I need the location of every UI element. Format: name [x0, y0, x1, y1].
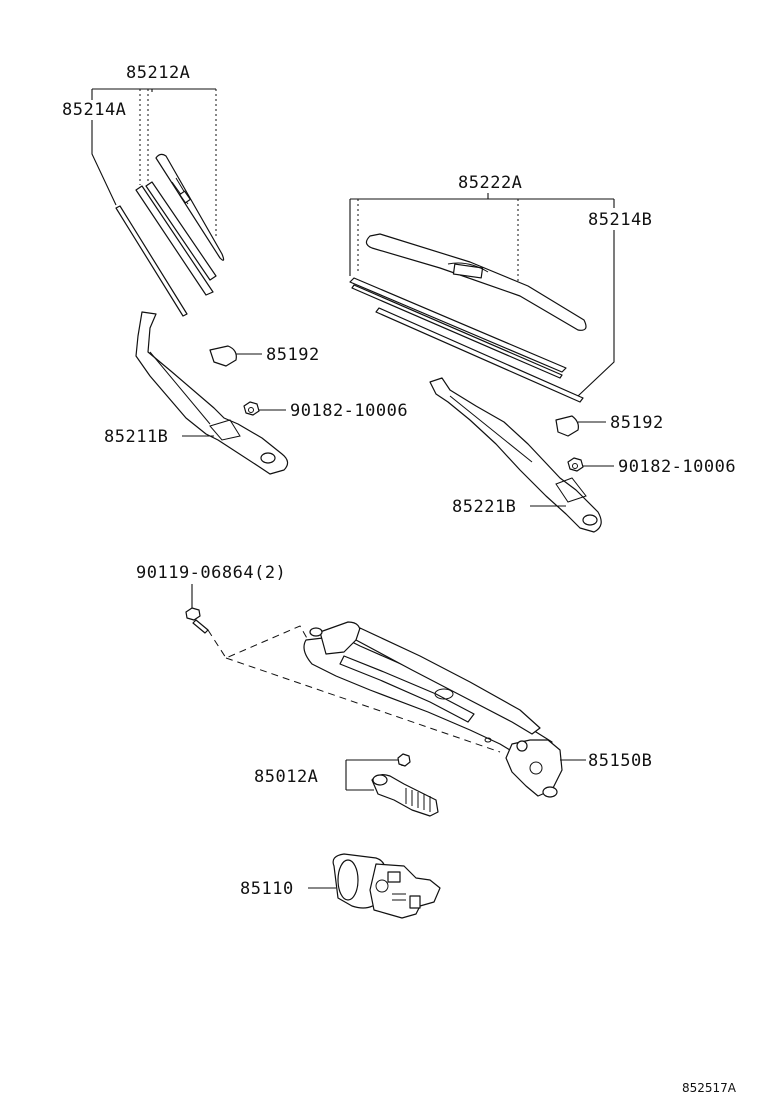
- right-blade-group: [349, 193, 615, 403]
- right-wiper-arm: [429, 377, 602, 533]
- right-refill-strip: [375, 307, 584, 403]
- right-cap: [555, 415, 606, 437]
- left-nut: [243, 401, 286, 416]
- left-refill-strip: [115, 205, 188, 317]
- label-arm-right: 85221B: [452, 497, 516, 517]
- label-blade-left: 85212A: [126, 63, 190, 83]
- bolt: [185, 584, 501, 753]
- label-nut-right: 90182-10006: [618, 457, 736, 477]
- label-blade-right: 85222A: [458, 173, 522, 193]
- label-bolt: 90119-06864(2): [136, 563, 286, 583]
- label-nut-left: 90182-10006: [290, 401, 408, 421]
- label-refill-left: 85214A: [62, 100, 126, 120]
- label-cap-right: 85192: [610, 413, 664, 433]
- left-wiper-blade: [135, 153, 225, 296]
- left-wiper-arm: [135, 311, 289, 475]
- label-motor: 85110: [240, 879, 294, 899]
- label-refill-right: 85214B: [588, 210, 652, 230]
- right-nut: [567, 457, 614, 472]
- left-blade-group: [91, 88, 225, 317]
- label-crank: 85012A: [254, 767, 318, 787]
- label-cap-left: 85192: [266, 345, 320, 365]
- label-arm-left: 85211B: [104, 427, 168, 447]
- left-cap: [209, 345, 262, 367]
- right-wiper-blade: [349, 233, 587, 379]
- label-link: 85150B: [588, 751, 652, 771]
- reference-code: 852517A: [682, 1081, 737, 1095]
- part-labels: 85212A 85214A 85222A 85214B 85192 90182-…: [62, 63, 737, 1095]
- wiper-motor: [308, 853, 441, 919]
- crank-arm: [345, 753, 439, 817]
- wiper-linkage: [303, 621, 586, 798]
